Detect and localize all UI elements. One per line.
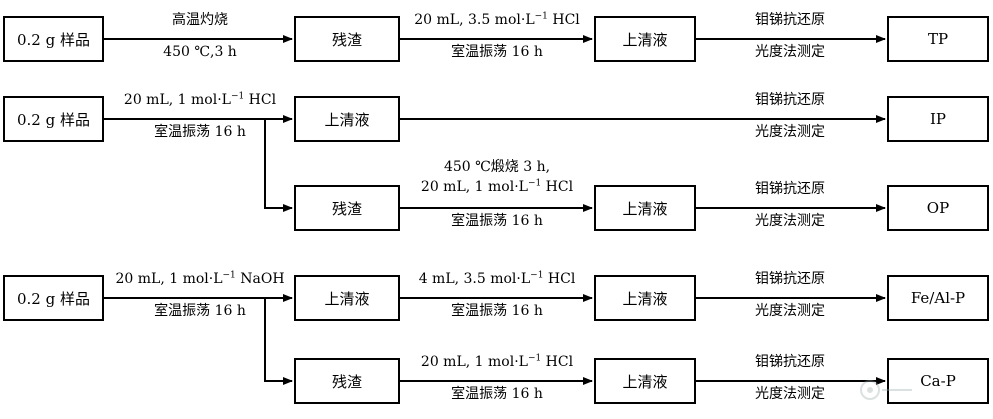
method-label: 光度法测定	[755, 386, 825, 402]
step-label: 室温振荡 16 h	[451, 44, 543, 60]
residue-box: 残渣	[294, 185, 400, 231]
sample-box: 0.2 g 样品	[3, 16, 104, 62]
step-label: 450 ℃,3 h	[163, 44, 237, 60]
supernatant-box: 上清液	[594, 358, 696, 404]
reagent-label: 20 mL, 1 mol·L−1 HCl	[123, 91, 277, 108]
reagent-label: 20 mL, 1 mol·L−1 HCl	[420, 178, 574, 195]
method-label: 光度法测定	[755, 213, 825, 229]
sample-box: 0.2 g 样品	[3, 275, 104, 321]
reagent-label: 4 mL, 3.5 mol·L−1 HCl	[418, 270, 576, 287]
method-label: 钼锑抗还原	[755, 12, 825, 28]
method-label: 钼锑抗还原	[755, 92, 825, 108]
reagent-label: 20 mL, 1 mol·L−1 NaOH	[115, 270, 285, 287]
branch-line	[264, 298, 293, 385]
result-box-feal-p: Fe/Al-P	[887, 275, 989, 321]
supernatant-box: 上清液	[594, 16, 696, 62]
method-label: 钼锑抗还原	[755, 354, 825, 370]
supernatant-box: 上清液	[594, 185, 696, 231]
result-box-op: OP	[887, 185, 989, 231]
supernatant-box: 上清液	[294, 275, 400, 321]
branch-line	[264, 119, 293, 212]
method-label: 钼锑抗还原	[755, 181, 825, 197]
supernatant-box: 上清液	[594, 275, 696, 321]
step-label: 室温振荡 16 h	[451, 303, 543, 319]
result-box-tp: TP	[887, 16, 989, 62]
residue-box: 残渣	[294, 16, 400, 62]
method-label: 光度法测定	[755, 303, 825, 319]
reagent-label: 20 mL, 3.5 mol·L−1 HCl	[414, 11, 580, 28]
step-label: 室温振荡 16 h	[154, 124, 246, 140]
reagent-label: 20 mL, 1 mol·L−1 HCl	[420, 353, 574, 370]
result-box-ip: IP	[887, 96, 989, 142]
method-label: 光度法测定	[755, 44, 825, 60]
step-label: 室温振荡 16 h	[451, 213, 543, 229]
supernatant-box: 上清液	[294, 96, 400, 142]
method-label: 光度法测定	[755, 124, 825, 140]
watermark-icon	[860, 380, 912, 400]
residue-box: 残渣	[294, 358, 400, 404]
step-label: 室温振荡 16 h	[451, 386, 543, 402]
result-box-ca-p: Ca-P	[887, 358, 989, 404]
step-label: 高温灼烧	[172, 12, 228, 28]
step-label: 室温振荡 16 h	[154, 303, 246, 319]
sample-box: 0.2 g 样品	[3, 96, 104, 142]
method-label: 钼锑抗还原	[755, 271, 825, 287]
step-label: 450 ℃煅烧 3 h,	[443, 159, 551, 175]
